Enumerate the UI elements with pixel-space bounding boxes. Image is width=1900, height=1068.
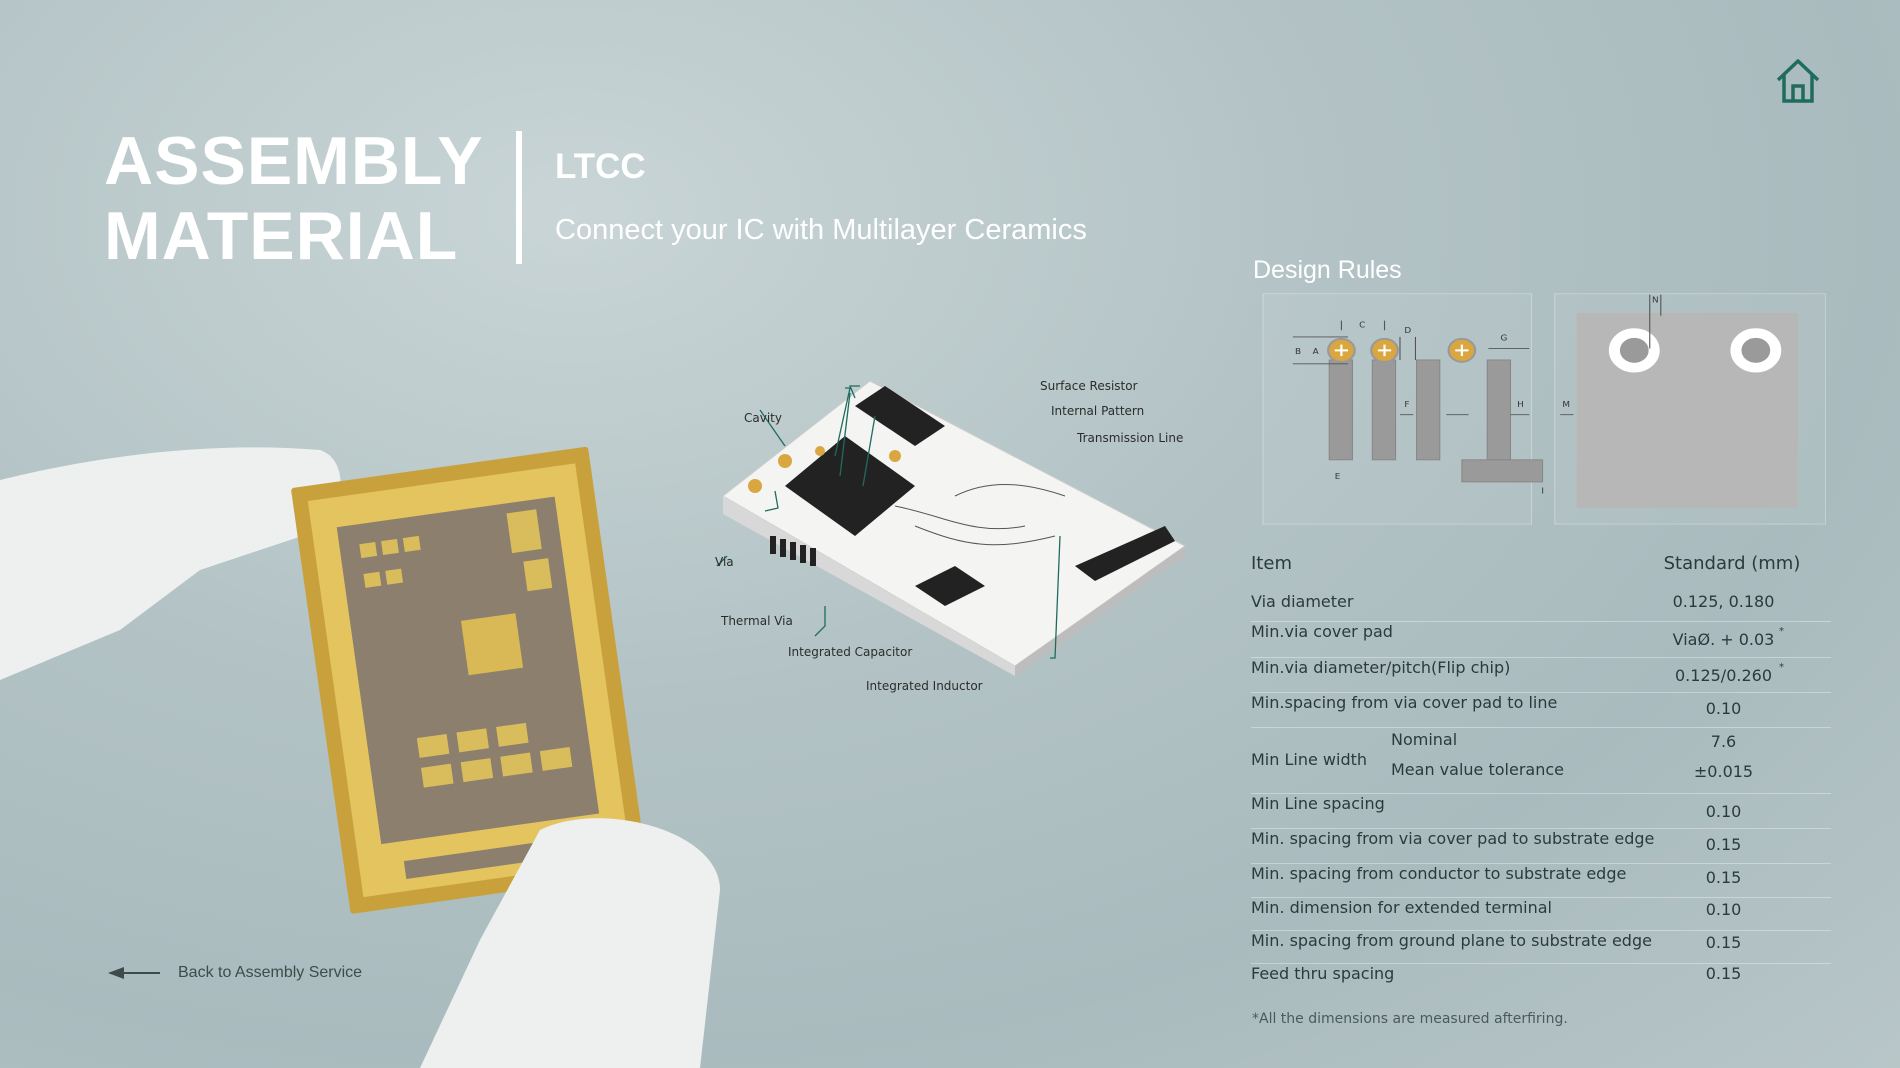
row-item: Min. spacing from conductor to substrate… bbox=[1251, 864, 1627, 883]
row-value: ViaØ. + 0.03 bbox=[1672, 630, 1775, 649]
label-surface-resistor: Surface Resistor bbox=[1040, 379, 1138, 393]
svg-text:H: H bbox=[1517, 400, 1524, 409]
row-item: Feed thru spacing bbox=[1251, 964, 1395, 983]
label-internal-pattern: Internal Pattern bbox=[1051, 404, 1145, 418]
product-name: LTCC bbox=[555, 147, 646, 186]
row-item: Min.spacing from via cover pad to line bbox=[1251, 693, 1558, 712]
title-line1: ASSEMBLY bbox=[104, 123, 484, 199]
row-item: Min Line spacing bbox=[1251, 794, 1385, 813]
row-value: 0.125, 0.180 bbox=[1672, 592, 1775, 611]
table-row-min-line-width: Min Line width Nominal 7.6 Mean value to… bbox=[1251, 728, 1831, 794]
asterisk: * bbox=[1779, 626, 1784, 637]
back-label: Back to Assembly Service bbox=[178, 964, 363, 981]
svg-text:B: B bbox=[1295, 347, 1301, 356]
svg-text:I: I bbox=[1541, 486, 1544, 495]
ltcc-chip-photo bbox=[0, 446, 720, 1068]
table-row: Feed thru spacing 0.15 bbox=[1251, 964, 1831, 997]
row-item: Min. spacing from via cover pad to subst… bbox=[1251, 829, 1655, 848]
row-item: Min. spacing from ground plane to substr… bbox=[1251, 931, 1652, 950]
row-item: Via diameter bbox=[1251, 592, 1354, 611]
footnote: *All the dimensions are measured afterfi… bbox=[1252, 1011, 1568, 1027]
home-icon[interactable] bbox=[1774, 56, 1822, 106]
table-row: Min.via diameter/pitch(Flip chip) 0.125/0… bbox=[1251, 658, 1831, 693]
row-value: 0.15 bbox=[1705, 868, 1742, 887]
row-value: 0.10 bbox=[1705, 900, 1742, 919]
header-item: Item bbox=[1251, 553, 1292, 574]
row-value: 0.15 bbox=[1705, 835, 1742, 854]
svg-text:D: D bbox=[1404, 326, 1411, 335]
svg-text:N: N bbox=[1652, 295, 1659, 304]
title-line2: MATERIAL bbox=[104, 198, 459, 274]
row-subitem: Nominal bbox=[1391, 730, 1458, 749]
label-cavity: Cavity bbox=[744, 411, 782, 425]
header-standard: Standard (mm) bbox=[1663, 553, 1801, 574]
row-value: 0.15 bbox=[1705, 964, 1742, 983]
row-value: 0.10 bbox=[1705, 802, 1742, 821]
ltcc-structure-diagram: Cavity Via Thermal Via Integrated Capaci… bbox=[715, 376, 1195, 706]
row-subitem: Mean value tolerance bbox=[1391, 760, 1564, 779]
row-item: Min.via diameter/pitch(Flip chip) bbox=[1251, 658, 1511, 677]
svg-text:A: A bbox=[1313, 347, 1319, 356]
row-value: 7.6 bbox=[1710, 732, 1737, 751]
row-value: 0.15 bbox=[1705, 933, 1742, 952]
back-to-assembly-service-link[interactable]: Back to Assembly Service bbox=[108, 964, 362, 982]
table-row: Min. spacing from ground plane to substr… bbox=[1251, 931, 1831, 964]
label-via: Via bbox=[715, 555, 734, 569]
row-value: 0.125/0.260 bbox=[1675, 666, 1772, 685]
table-header: Item Standard (mm) bbox=[1251, 553, 1831, 583]
label-integrated-capacitor: Integrated Capacitor bbox=[788, 645, 913, 659]
label-thermal-via: Thermal Via bbox=[721, 614, 793, 628]
row-item: Min.via cover pad bbox=[1251, 622, 1393, 641]
design-rules-diagram: B A C D E F G H I M N bbox=[1253, 287, 1831, 527]
title-divider bbox=[516, 131, 522, 264]
design-rules-title: Design Rules bbox=[1253, 256, 1402, 284]
row-item: Min Line width bbox=[1251, 750, 1368, 769]
table-row: Via diameter 0.125, 0.180 bbox=[1251, 592, 1831, 622]
label-transmission-line: Transmission Line bbox=[1077, 431, 1184, 445]
svg-text:C: C bbox=[1359, 320, 1365, 329]
svg-text:G: G bbox=[1501, 333, 1508, 342]
asterisk: * bbox=[1779, 662, 1784, 673]
page-title: ASSEMBLY MATERIAL bbox=[104, 124, 484, 274]
table-row: Min. dimension for extended terminal 0.10 bbox=[1251, 898, 1831, 931]
label-integrated-inductor: Integrated Inductor bbox=[866, 679, 983, 693]
svg-text:M: M bbox=[1562, 400, 1570, 409]
table-row: Min. spacing from conductor to substrate… bbox=[1251, 864, 1831, 898]
arrow-left-icon bbox=[108, 967, 160, 979]
row-value: ±0.015 bbox=[1693, 762, 1754, 781]
table-row: Min.via cover pad ViaØ. + 0.03 * bbox=[1251, 622, 1831, 658]
subtitle: Connect your IC with Multilayer Ceramics bbox=[555, 214, 1087, 246]
table-row: Min Line spacing 0.10 bbox=[1251, 794, 1831, 829]
svg-text:F: F bbox=[1404, 400, 1409, 409]
svg-text:E: E bbox=[1335, 472, 1341, 481]
row-item: Min. dimension for extended terminal bbox=[1251, 898, 1552, 917]
row-value: 0.10 bbox=[1705, 699, 1742, 718]
table-row: Min.spacing from via cover pad to line 0.… bbox=[1251, 693, 1831, 728]
table-row: Min. spacing from via cover pad to subst… bbox=[1251, 829, 1831, 864]
